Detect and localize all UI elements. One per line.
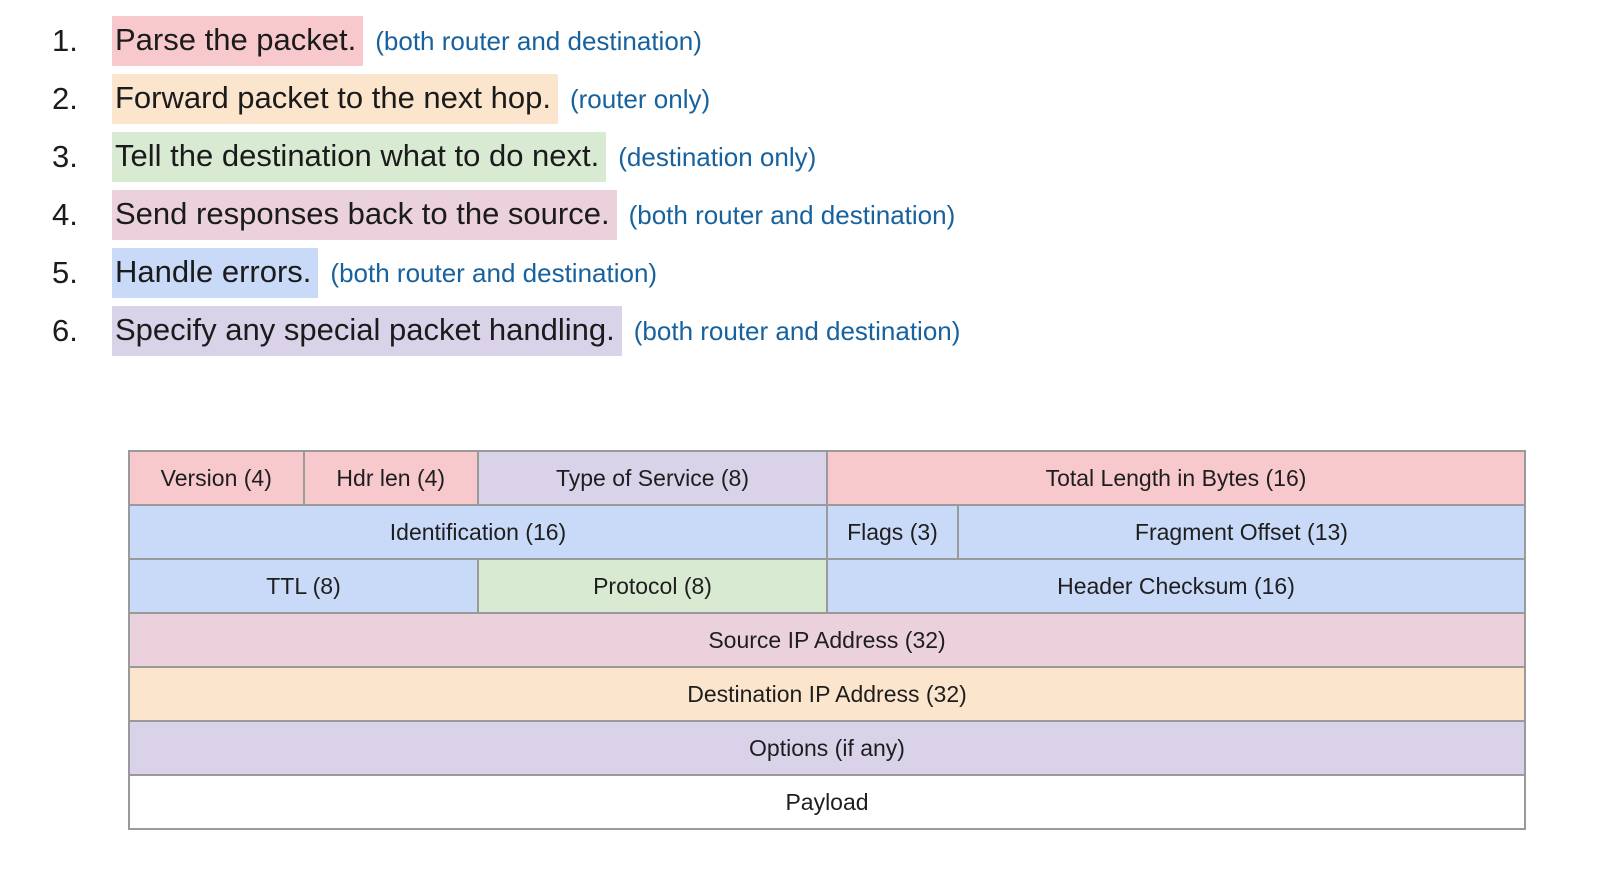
field-identification: Identification (16)	[129, 505, 827, 559]
step-text: Send responses back to the source.	[112, 190, 617, 240]
field-version: Version (4)	[129, 451, 304, 505]
field-total-length: Total Length in Bytes (16)	[827, 451, 1525, 505]
step-text: Parse the packet.	[112, 16, 364, 66]
field-header-checksum: Header Checksum (16)	[827, 559, 1525, 613]
list-item: 2. Forward packet to the next hop. (rout…	[52, 70, 960, 128]
field-options: Options (if any)	[129, 721, 1525, 775]
list-item: 1. Parse the packet. (both router and de…	[52, 12, 960, 70]
step-text: Forward packet to the next hop.	[112, 74, 558, 124]
step-number: 3.	[52, 139, 78, 174]
list-item: 3. Tell the destination what to do next.…	[52, 128, 960, 186]
field-fragment-offset: Fragment Offset (13)	[957, 505, 1525, 559]
step-note: (both router and destination)	[628, 199, 956, 230]
list-item: 6. Specify any special packet handling. …	[52, 302, 960, 360]
step-text: Tell the destination what to do next.	[112, 132, 607, 182]
field-ttl: TTL (8)	[129, 559, 478, 613]
field-source-ip: Source IP Address (32)	[129, 613, 1525, 667]
step-note: (both router and destination)	[633, 315, 961, 346]
step-note: (both router and destination)	[375, 25, 702, 56]
field-type-of-service: Type of Service (8)	[478, 451, 827, 505]
field-destination-ip: Destination IP Address (32)	[129, 667, 1525, 721]
step-note: (router only)	[569, 83, 711, 114]
field-payload: Payload	[129, 775, 1525, 829]
ipv4-header-diagram: Version (4) Hdr len (4) Type of Service …	[128, 450, 1526, 830]
step-number: 1.	[52, 23, 78, 58]
step-number: 5.	[52, 255, 78, 290]
packet-steps-list: 1. Parse the packet. (both router and de…	[52, 12, 960, 360]
step-text: Handle errors.	[112, 248, 319, 298]
step-text: Specify any special packet handling.	[112, 306, 622, 356]
field-flags: Flags (3)	[827, 505, 958, 559]
step-number: 4.	[52, 197, 78, 232]
field-hdr-len: Hdr len (4)	[303, 451, 478, 505]
step-note: (destination only)	[618, 141, 817, 172]
step-number: 6.	[52, 313, 78, 348]
step-number: 2.	[52, 81, 78, 116]
step-note: (both router and destination)	[330, 257, 658, 288]
list-item: 4. Send responses back to the source. (b…	[52, 186, 960, 244]
field-protocol: Protocol (8)	[478, 559, 827, 613]
list-item: 5. Handle errors. (both router and desti…	[52, 244, 960, 302]
